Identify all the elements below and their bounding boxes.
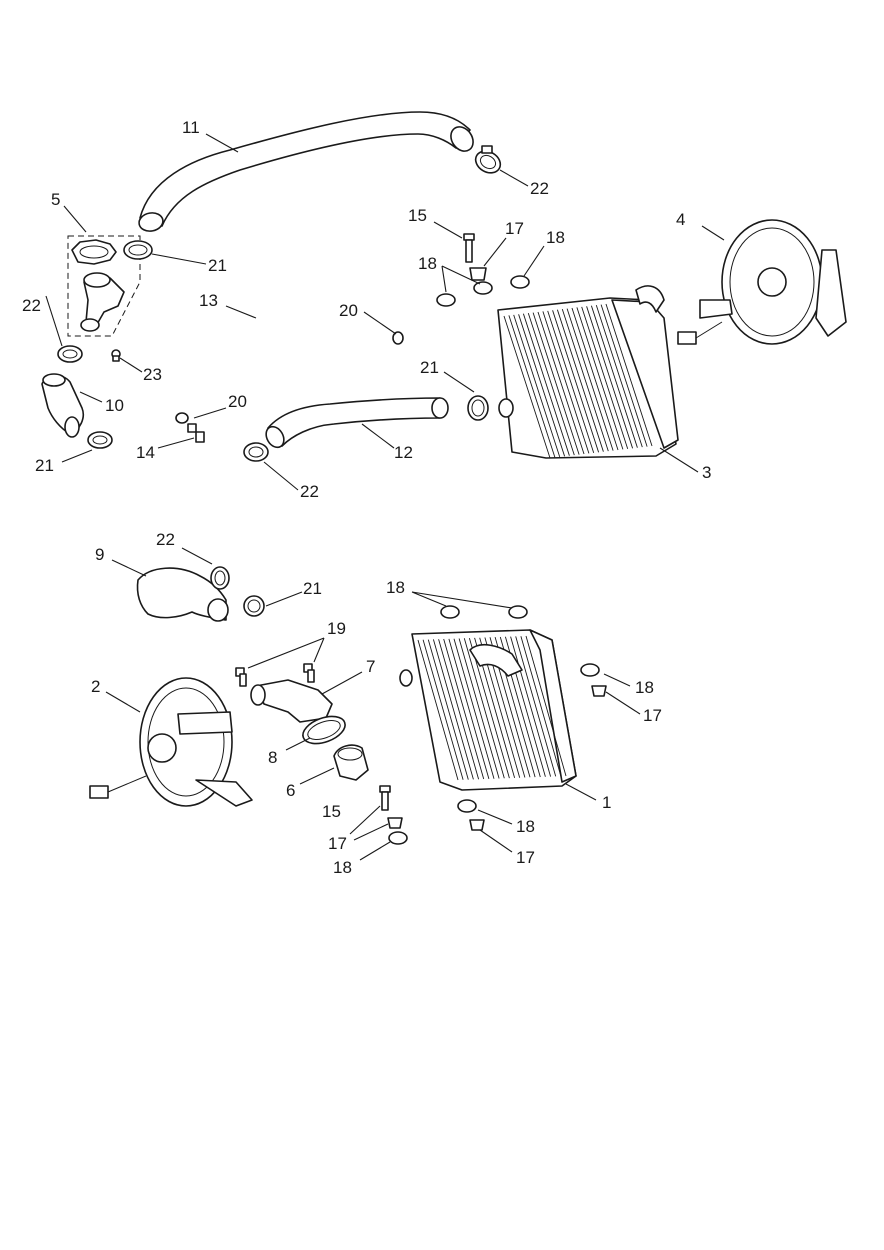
callout-12: 12	[394, 443, 413, 462]
part-23-screw	[111, 349, 121, 362]
part-21-hose-clip-b	[87, 431, 113, 449]
part-12-lower-hose	[265, 397, 449, 449]
callout-15: 15	[322, 802, 341, 821]
callout-21: 21	[303, 579, 322, 598]
part-10-bent-hose	[41, 373, 85, 438]
part-20-small-clip-b	[175, 412, 189, 424]
part-22-hose-clip-left	[57, 345, 83, 363]
part-13-bypass-hose	[168, 317, 393, 417]
callout-14: 14	[136, 443, 155, 462]
callout-22: 22	[22, 296, 41, 315]
part-18-grommet-lower-a	[440, 605, 460, 619]
part-5-filler-neck-assembly	[67, 235, 141, 337]
part-17-collar-upper	[469, 267, 487, 281]
part-6-thermostat	[333, 744, 369, 781]
part-4-fan-upper	[677, 219, 847, 345]
callout-20: 20	[339, 301, 358, 320]
callout-17: 17	[643, 706, 662, 725]
callout-4: 4	[676, 210, 685, 229]
part-20-small-clip-a	[392, 331, 404, 345]
part-21-hose-clip-c	[467, 395, 489, 421]
part-9-molded-hose	[136, 567, 229, 622]
part-17-collar-lower-a	[591, 685, 607, 697]
part-18-grommet-upper-a	[436, 293, 456, 307]
callout-21: 21	[35, 456, 54, 475]
part-19-bolt-a	[235, 667, 247, 687]
part-18-grommet-upper-b	[473, 281, 493, 295]
callout-9: 9	[95, 545, 104, 564]
callout-13: 13	[199, 291, 218, 310]
part-15-bolt-lower	[379, 785, 391, 811]
callout-18: 18	[635, 678, 654, 697]
callout-22: 22	[530, 179, 549, 198]
callout-15: 15	[408, 206, 427, 225]
callout-18: 18	[418, 254, 437, 273]
callout-21: 21	[208, 256, 227, 275]
callout-3: 3	[702, 463, 711, 482]
callout-21: 21	[420, 358, 439, 377]
part-18-grommet-upper-c	[510, 275, 530, 289]
leader-lines	[45, 133, 725, 861]
part-7-thermostat-housing	[250, 679, 333, 723]
part-17-collar-lower-c	[469, 819, 485, 831]
callout-8: 8	[268, 748, 277, 767]
callout-23: 23	[143, 365, 162, 384]
callout-18: 18	[516, 817, 535, 836]
part-1-lower-radiator	[399, 629, 577, 791]
part-18-grommet-lower-b	[508, 605, 528, 619]
callout-22: 22	[156, 530, 175, 549]
part-21-hose-clip-d	[243, 595, 265, 617]
callout-17: 17	[505, 219, 524, 238]
part-21-hose-clip-a	[123, 240, 153, 260]
callout-22: 22	[300, 482, 319, 501]
part-22-hose-clip-lower-group	[210, 566, 230, 590]
callout-2: 2	[91, 677, 100, 696]
part-22-hose-clip-lower	[243, 442, 269, 462]
callout-19: 19	[327, 619, 346, 638]
callout-5: 5	[51, 190, 60, 209]
callout-18: 18	[333, 858, 352, 877]
part-11-upper-hose	[138, 111, 474, 232]
callout-18: 18	[386, 578, 405, 597]
part-22-hose-clip-upper	[474, 145, 502, 174]
part-18-grommet-lower-d	[388, 831, 408, 845]
callout-18: 18	[546, 228, 565, 247]
callout-6: 6	[286, 781, 295, 800]
part-19-bolt-b	[303, 663, 315, 683]
part-18-grommet-lower-e	[457, 799, 477, 813]
part-3-upper-radiator	[497, 285, 679, 459]
part-15-bolt-upper	[463, 233, 475, 263]
part-17-collar-lower-b	[387, 817, 403, 829]
callout-11: 11	[182, 118, 200, 137]
callout-10: 10	[105, 396, 124, 415]
part-2-fan-lower	[89, 677, 253, 807]
callout-1: 1	[602, 793, 611, 812]
callout-17: 17	[516, 848, 535, 867]
callout-labels: 11 22 5 21 15 17 18 18 4 22 13 20 23 21 …	[22, 118, 711, 877]
callout-20: 20	[228, 392, 247, 411]
part-8-o-ring	[302, 715, 346, 745]
part-14-connector	[187, 423, 205, 443]
callout-17: 17	[328, 834, 347, 853]
callout-7: 7	[366, 657, 375, 676]
part-18-grommet-lower-c	[580, 663, 600, 677]
